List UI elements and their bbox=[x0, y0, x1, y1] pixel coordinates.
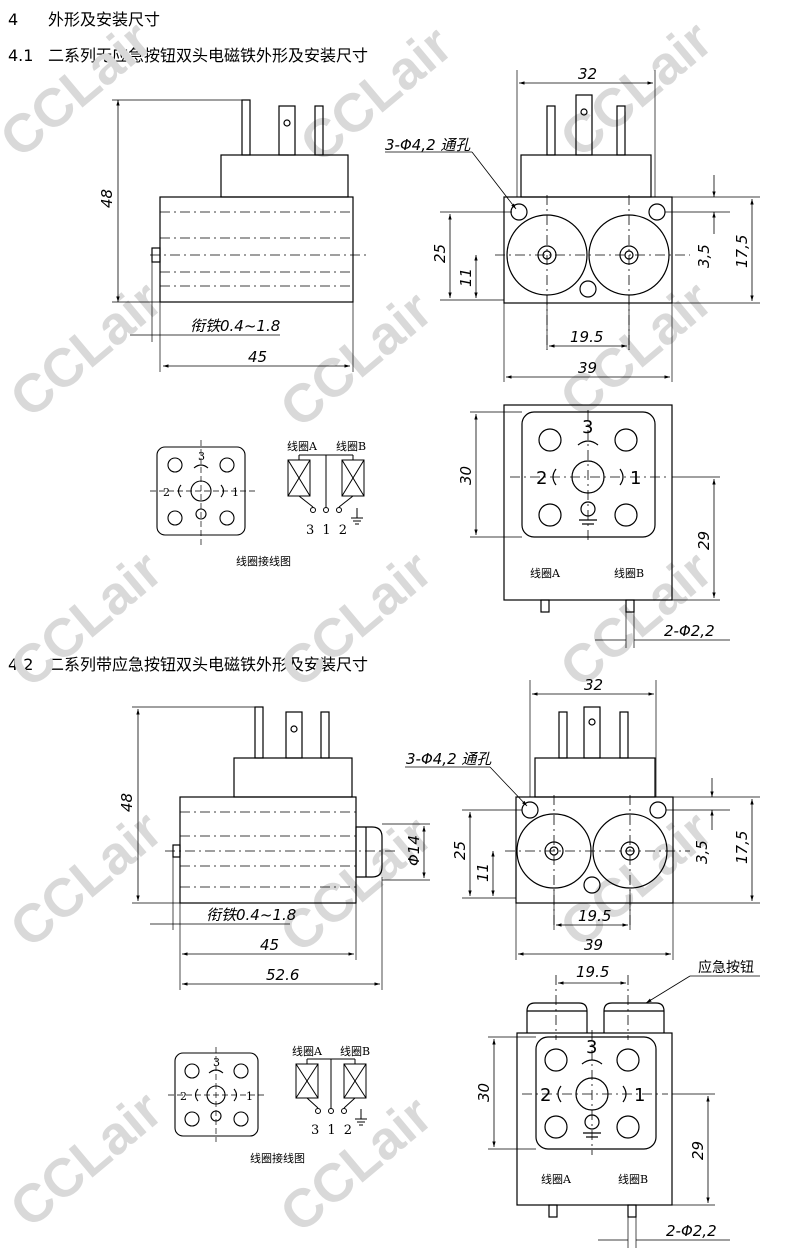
coil-b-label: 线圈B bbox=[340, 1044, 370, 1058]
pin-3-label: 3 bbox=[586, 1037, 597, 1058]
front-view-4-1 bbox=[385, 70, 760, 382]
coil-schematic-4-1 bbox=[287, 454, 365, 525]
coil-b-label: 线圈B bbox=[336, 439, 366, 453]
dim-11: 11 bbox=[457, 268, 475, 287]
dim-45: 45 bbox=[260, 936, 279, 954]
connector-view-4-2 bbox=[488, 975, 760, 1248]
pin-3-label: 3 bbox=[582, 417, 593, 438]
connector-view-4-1-labels: 3 2 1 30 29 线圈A 线圈B 2-Φ2,2 bbox=[457, 417, 715, 640]
connector-face-small-4-2-labels: 3 2 1 bbox=[180, 1056, 253, 1103]
pin-1-label: 1 bbox=[630, 468, 641, 489]
front-view-4-2-labels: 32 3-Φ4,2 通孔 25 11 3,5 17,5 19.5 39 bbox=[406, 676, 751, 954]
coil-schematic-4-1-labels: 线圈A 线圈B 3 1 2 线圈接线图 bbox=[236, 439, 366, 568]
coil-a-label: 线圈A bbox=[530, 566, 561, 580]
connector-face-small-4-1-labels: 3 2 1 bbox=[163, 450, 239, 499]
dim-stroke: 衔铁0.4~1.8 bbox=[206, 906, 296, 924]
coil-b-label: 线圈B bbox=[614, 566, 644, 580]
coil-a-label: 线圈A bbox=[292, 1044, 323, 1058]
pin-2-label: 2 bbox=[163, 486, 170, 499]
dim-32: 32 bbox=[578, 65, 597, 83]
connector-view-4-2-labels: 19.5 应急按钮 3 2 1 30 29 线圈A 线圈B 2-Φ2,2 bbox=[475, 959, 754, 1240]
pin-1-label: 1 bbox=[246, 1090, 253, 1103]
dim-19-5: 19.5 bbox=[570, 328, 603, 346]
side-view-4-1-labels: 48 衔铁0.4~1.8 45 bbox=[98, 189, 280, 366]
front-view-4-2 bbox=[405, 680, 760, 960]
dim-29: 29 bbox=[689, 1141, 707, 1160]
watermark: CCLair bbox=[0, 539, 173, 699]
side-view-4-2 bbox=[132, 706, 430, 990]
dim-pins: 2-Φ2,2 bbox=[664, 622, 715, 640]
dim-25: 25 bbox=[451, 841, 469, 860]
watermark: CCLair bbox=[0, 9, 163, 169]
dim-39: 39 bbox=[578, 359, 597, 377]
side-view-4-2-labels: 48 Φ14 衔铁0.4~1.8 45 52.6 bbox=[118, 793, 423, 984]
dim-30: 30 bbox=[475, 1083, 493, 1102]
dim-17-5: 17,5 bbox=[733, 235, 751, 268]
front-view-4-1-labels: 32 3-Φ4,2 通孔 25 11 3,5 17,5 19.5 39 bbox=[385, 65, 751, 377]
wiring-caption: 线圈接线图 bbox=[236, 554, 291, 568]
dim-3-5: 3,5 bbox=[695, 244, 713, 268]
terminal-numbers: 3 1 2 bbox=[306, 523, 349, 538]
dim-32: 32 bbox=[584, 676, 603, 694]
dim-39: 39 bbox=[584, 936, 603, 954]
pin-1-label: 1 bbox=[634, 1085, 645, 1106]
watermark: CCLair bbox=[0, 799, 173, 959]
connector-view-4-1 bbox=[470, 404, 730, 648]
dim-19-5: 19.5 bbox=[578, 907, 611, 925]
watermark: CCLair bbox=[269, 539, 443, 699]
dim-pins: 2-Φ2,2 bbox=[666, 1222, 717, 1240]
wiring-caption: 线圈接线图 bbox=[250, 1151, 305, 1165]
watermark: CCLair bbox=[269, 279, 443, 439]
dim-48: 48 bbox=[98, 189, 116, 208]
coil-a-label: 线圈A bbox=[287, 439, 318, 453]
dim-45: 45 bbox=[248, 348, 267, 366]
coil-a-label: 线圈A bbox=[541, 1172, 572, 1186]
watermark: CCLair bbox=[549, 799, 723, 959]
pin-2-label: 2 bbox=[180, 1090, 187, 1103]
terminal-numbers: 3 1 2 bbox=[311, 1123, 354, 1138]
coil-schematic-4-2-labels: 线圈A 线圈B 3 1 2 线圈接线图 bbox=[250, 1044, 370, 1165]
watermark: CCLair bbox=[549, 539, 723, 699]
side-view-4-1 bbox=[112, 99, 370, 372]
dim-top-19-5: 19.5 bbox=[576, 963, 609, 981]
dim-stroke: 衔铁0.4~1.8 bbox=[190, 317, 280, 335]
dim-29: 29 bbox=[695, 531, 713, 550]
connector-face-small-4-2 bbox=[168, 1047, 265, 1142]
dim-holes: 3-Φ4,2 通孔 bbox=[406, 750, 492, 768]
dim-11: 11 bbox=[474, 863, 492, 882]
dim-17-5: 17,5 bbox=[733, 831, 751, 864]
dim-dia14: Φ14 bbox=[405, 835, 423, 866]
dim-holes: 3-Φ4,2 通孔 bbox=[385, 136, 471, 154]
coil-schematic-4-2 bbox=[295, 1058, 367, 1126]
pin-1-label: 1 bbox=[232, 486, 239, 499]
pin-3-label: 3 bbox=[213, 1056, 220, 1069]
dim-25: 25 bbox=[431, 244, 449, 263]
watermark: CCLair bbox=[0, 269, 173, 429]
emergency-button-label: 应急按钮 bbox=[698, 959, 754, 976]
coil-b-label: 线圈B bbox=[618, 1172, 648, 1186]
pin-3-label: 3 bbox=[198, 450, 205, 463]
dim-30: 30 bbox=[457, 466, 475, 485]
pin-2-label: 2 bbox=[540, 1085, 551, 1106]
watermark: CCLair bbox=[0, 1079, 173, 1239]
dim-3-5: 3,5 bbox=[693, 840, 711, 864]
watermark: CCLair bbox=[549, 9, 723, 169]
pin-2-label: 2 bbox=[536, 468, 547, 489]
dim-52-6: 52.6 bbox=[266, 966, 299, 984]
dim-48: 48 bbox=[118, 793, 136, 812]
connector-face-small-4-1 bbox=[150, 440, 255, 545]
